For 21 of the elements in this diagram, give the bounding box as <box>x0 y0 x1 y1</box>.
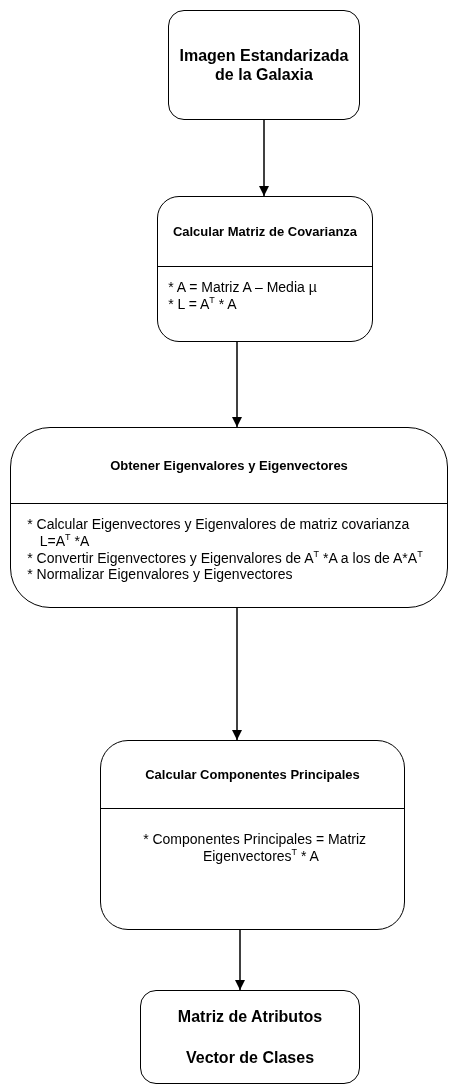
terminal-box <box>168 10 360 120</box>
process-box <box>10 427 448 608</box>
arrow <box>232 341 242 428</box>
box-heading: Calcular Matriz de Covarianza <box>158 197 372 267</box>
terminal-box <box>140 990 360 1084</box>
box-heading: Calcular Componentes Principales <box>101 741 404 809</box>
box-title: Imagen Estandarizada de la Galaxia <box>178 45 350 85</box>
process-box <box>100 740 405 930</box>
box-title: Matriz de Atributos <box>177 1006 323 1026</box>
arrow <box>259 119 269 197</box>
step-text: * L = A$^{T}$ * A <box>167 295 238 312</box>
box-heading: Obtener Eigenvalores y Eigenvectores <box>11 428 447 504</box>
step-text: * Calcular Eigenvectores y Eigenvalores de matriz covarianza L=A$^{T}$ *A <box>26 516 411 549</box>
process-box <box>157 196 373 342</box>
step-text: * Componentes Principales = Matriz Eigenvectores$^{T}$ * A <box>142 831 368 864</box>
arrow <box>235 929 245 991</box>
box-title: Vector de Clases <box>185 1048 315 1068</box>
arrow <box>232 607 242 741</box>
step-text: * Normalizar Eigenvalores y Eigenvectores <box>26 565 294 582</box>
step-text: * A = Matriz A – Media µ <box>167 279 318 296</box>
step-text: * Convertir Eigenvectores y Eigenvalores de A$^{T}$ *A a los de A*A$^{T}$ <box>26 548 424 566</box>
